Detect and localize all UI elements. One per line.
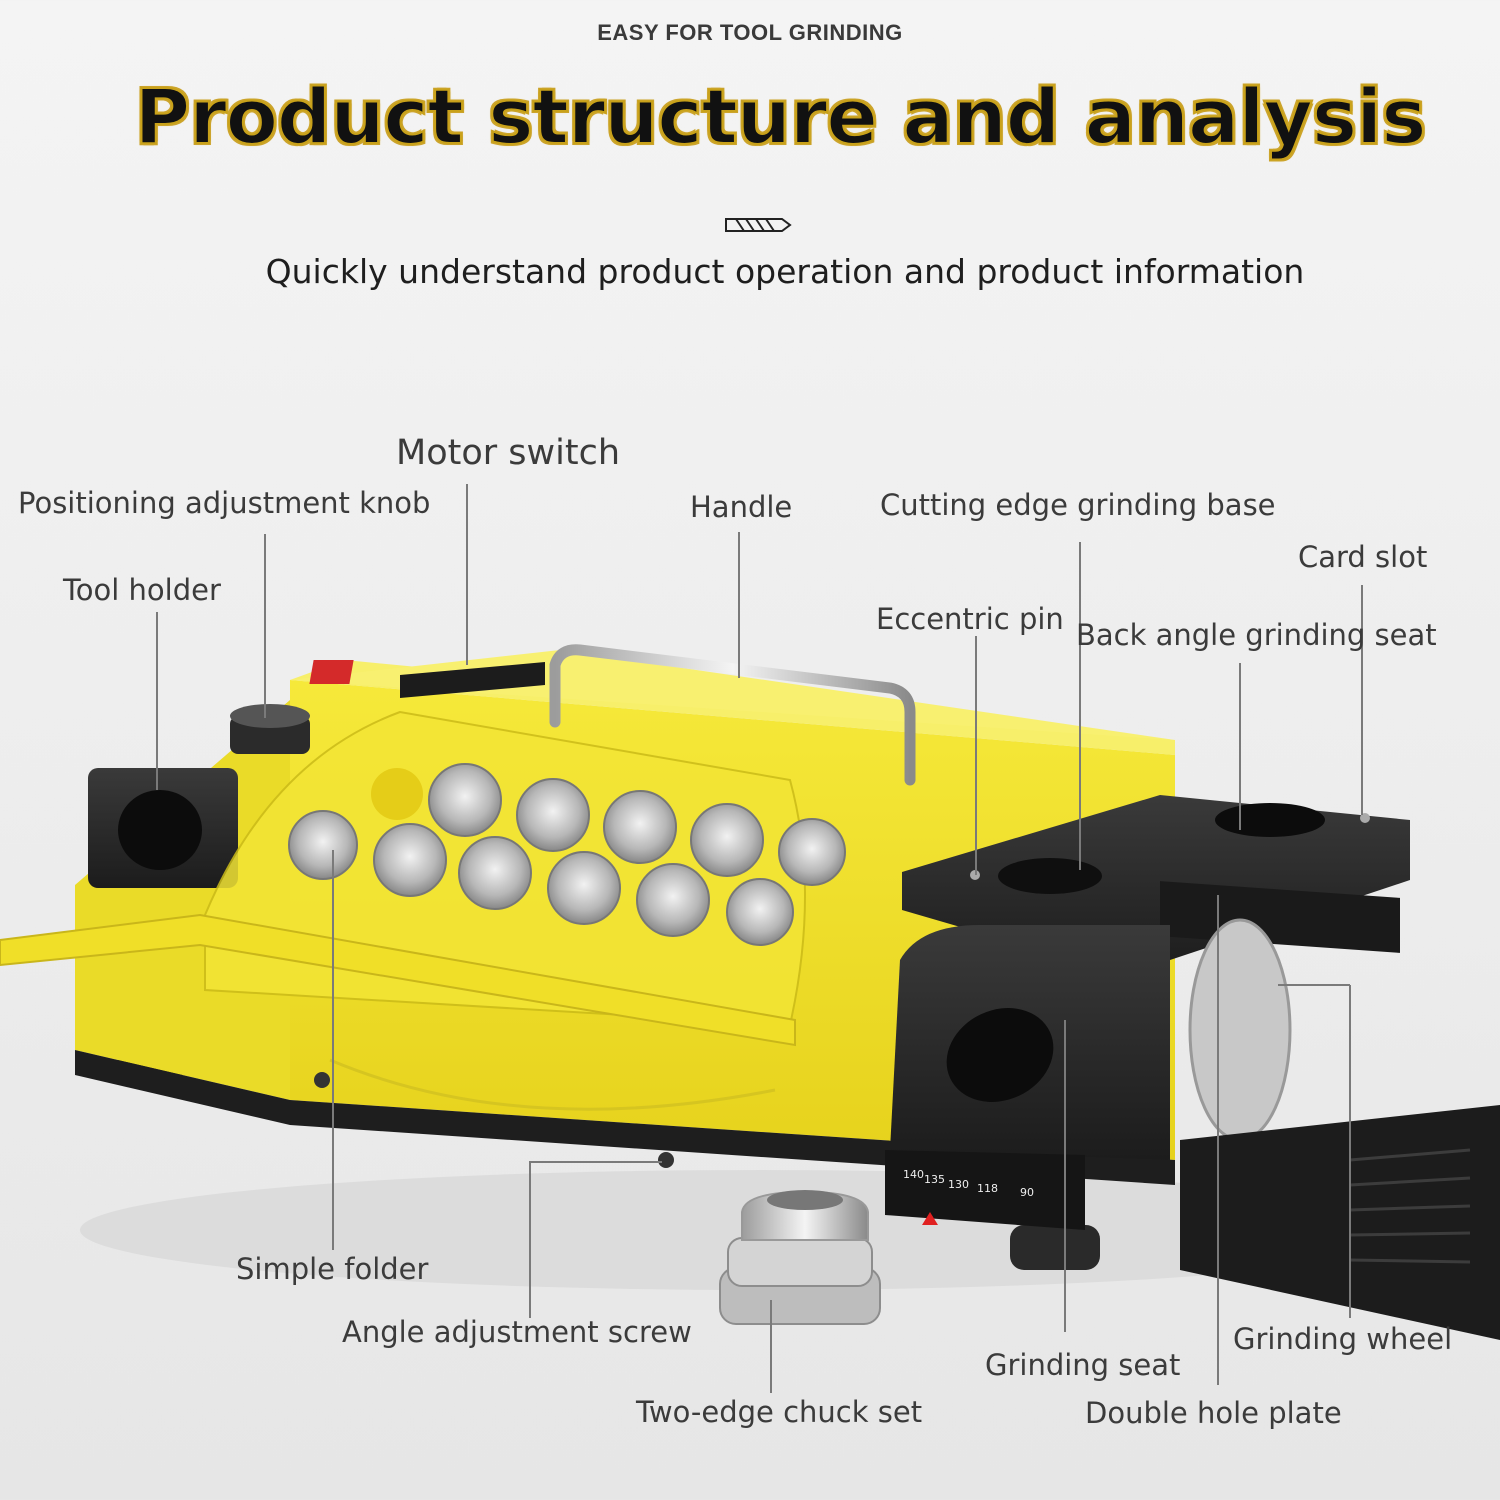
- card-slot-pin: [1360, 813, 1370, 823]
- label-handle: Handle: [690, 490, 793, 524]
- motor-switch-rocker: [309, 660, 354, 684]
- tool-holder-hole: [118, 790, 202, 870]
- angle-pointer-icon: [922, 1212, 938, 1225]
- label-tool-holder: Tool holder: [63, 573, 221, 607]
- angle-tick-4: 90: [1020, 1186, 1034, 1199]
- angle-tick-1: 135: [924, 1173, 945, 1186]
- label-back-angle-seat: Back angle grinding seat: [1076, 618, 1437, 652]
- label-simple-folder: Simple folder: [236, 1252, 429, 1286]
- handle-bar: [549, 644, 916, 786]
- folder-lid: [0, 913, 796, 1047]
- angle-adjustment-screw: [658, 1152, 674, 1168]
- grinding-wheel: [1188, 918, 1292, 1142]
- two-edge-chuck: [719, 1190, 881, 1325]
- angle-tick-0: 140: [903, 1168, 924, 1181]
- label-grinding-wheel: Grinding wheel: [1233, 1322, 1453, 1356]
- screw-1: [314, 1072, 330, 1088]
- arrow-stripe-icon: [725, 218, 792, 232]
- label-two-edge-chuck: Two-edge chuck set: [636, 1395, 923, 1429]
- label-motor-switch: Motor switch: [396, 433, 620, 473]
- label-grinding-seat: Grinding seat: [985, 1348, 1181, 1382]
- page-subtitle: Quickly understand product operation and…: [265, 252, 1305, 291]
- label-eccentric-pin: Eccentric pin: [876, 602, 1064, 636]
- collet-row-top: [428, 763, 846, 886]
- foot-right: [1010, 1225, 1100, 1270]
- label-positioning-knob: Positioning adjustment knob: [18, 486, 431, 520]
- angle-tick-2: 130: [948, 1178, 969, 1191]
- leader-lines: [156, 484, 1363, 1393]
- label-card-slot: Card slot: [1298, 540, 1428, 574]
- cutting-edge-hole: [998, 858, 1102, 894]
- angle-scale-plate: [885, 1150, 1085, 1230]
- header-kicker: EASY FOR TOOL GRINDING: [597, 20, 903, 45]
- rear-tray: [1180, 1105, 1500, 1340]
- label-double-hole-plate: Double hole plate: [1085, 1396, 1342, 1430]
- switch-housing: [400, 662, 545, 698]
- label-angle-screw: Angle adjustment screw: [342, 1315, 692, 1349]
- empty-collet-slot: [371, 768, 423, 820]
- label-cutting-edge-base: Cutting edge grinding base: [880, 488, 1276, 522]
- tray-vents: [1349, 1148, 1471, 1264]
- angle-tick-3: 118: [977, 1182, 998, 1195]
- page-title: Product structure and analysis: [134, 71, 1428, 162]
- collet-row-bottom: [288, 810, 794, 946]
- angle-scale-ticks: 140 135 130 118 90: [903, 1168, 1034, 1199]
